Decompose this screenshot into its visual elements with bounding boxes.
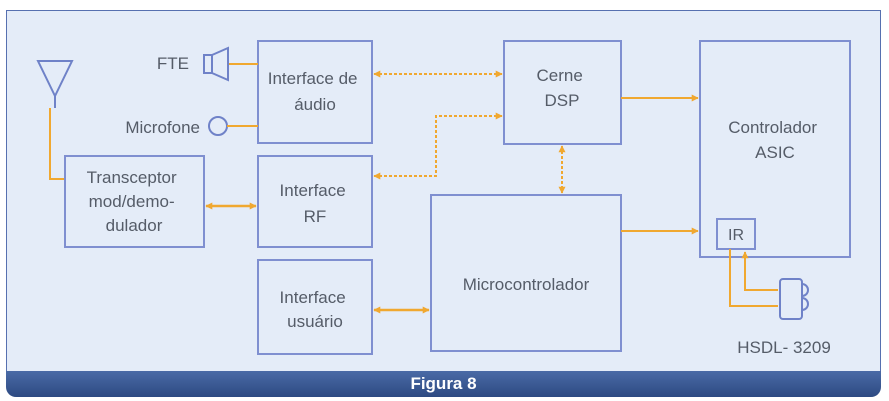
antenna-connection: [49, 108, 65, 180]
ir-tx-connection: [729, 249, 778, 307]
audio-interface-label: Interface de áudio: [268, 69, 363, 114]
transceiver-block: [64, 155, 205, 248]
rf-interface-label: Interface RF: [280, 181, 351, 226]
ir-label: IR: [728, 227, 744, 244]
asic-controller-label: Controlador ASIC: [728, 118, 822, 162]
ir-part-label: HSDL- 3209: [737, 338, 831, 357]
speaker-label: FTE: [157, 54, 189, 73]
antenna-icon: [36, 60, 74, 108]
ir-block: [716, 218, 756, 250]
speaker-icon: [203, 46, 229, 82]
figure-caption: Figura 8: [6, 371, 881, 397]
ir-rx-arrow: [741, 251, 778, 291]
audio-interface-block: [257, 40, 373, 144]
rf-interface-block: [257, 155, 373, 248]
dsp-core-label: Cerne DSP: [536, 66, 587, 110]
ir-transceiver-icon: [779, 278, 809, 320]
microcontroller-block: [430, 194, 622, 352]
transceiver-label: Transceptor mod/demo- dulador: [87, 168, 182, 235]
microcontroller-label: Microcontrolador: [463, 275, 590, 294]
microphone-icon: [208, 116, 228, 136]
user-interface-label: Interface usuário: [280, 288, 351, 331]
user-interface-block: [257, 259, 373, 355]
dsp-core-block: [503, 40, 622, 145]
rf-dsp-arrow: [373, 112, 503, 180]
microphone-label: Microfone: [125, 118, 200, 137]
block-diagram: Interface de áudio Cerne DSP Controlador…: [36, 40, 851, 357]
